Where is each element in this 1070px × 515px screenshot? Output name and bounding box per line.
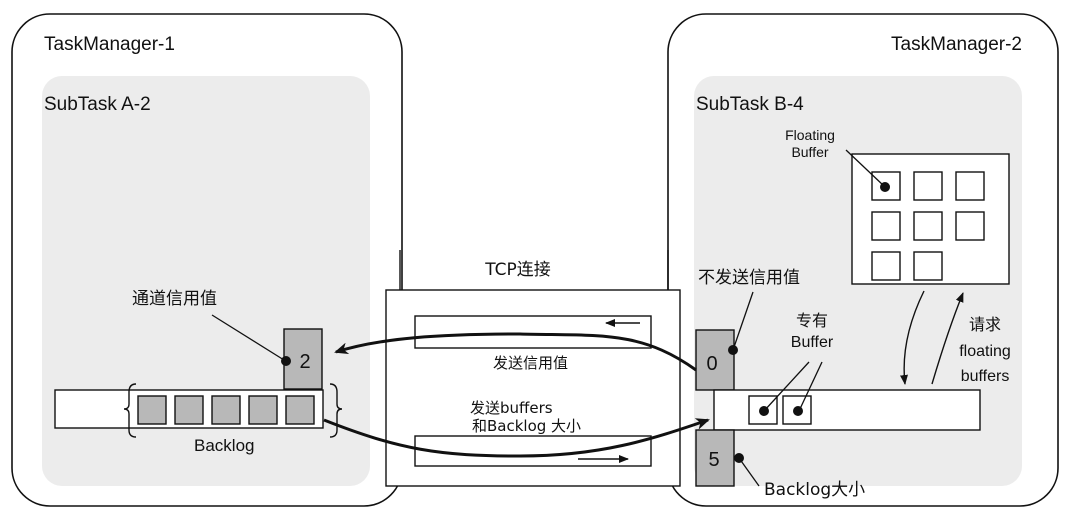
no-credit-label: 不发送信用值 <box>698 268 800 288</box>
data-lane <box>414 435 652 467</box>
floating-buffer <box>913 171 943 201</box>
backlog-label: Backlog <box>194 436 254 455</box>
exclusive-label-line2: Buffer <box>791 334 834 351</box>
buffer-transfer-arrow <box>323 418 710 458</box>
backlog-buffer <box>174 395 204 425</box>
floating-request-arrow <box>931 292 964 385</box>
backlog-size-pointer <box>738 457 760 487</box>
exclusive-pointer-2 <box>798 361 823 412</box>
floating-buffer <box>913 251 943 281</box>
tcp-connection: TCP连接 发送信用值 发送buffers 和Backlog 大小 <box>385 250 681 487</box>
channel-credit-value: 2 <box>299 351 310 373</box>
taskmanager-1: TaskManager-1 SubTask A-2 <box>11 13 403 507</box>
floating-buffer <box>871 211 901 241</box>
floating-buffer <box>871 171 901 201</box>
backlog-buffer <box>137 395 167 425</box>
backlog-left-brace <box>123 383 137 438</box>
credit-lane <box>414 315 652 349</box>
data-lane-label-line1: 发送buffers <box>470 399 553 417</box>
floating-dot <box>880 182 890 192</box>
request-label-line1: 请求 <box>969 315 1001 334</box>
floating-buffer <box>955 171 985 201</box>
exclusive-pointer-1 <box>763 361 810 412</box>
receiver-side: 0 不发送信用值 专有 Buffer 5 Backlog大小 Floating … <box>695 127 1011 500</box>
floating-buffer <box>913 211 943 241</box>
taskmanager-1-title: TaskManager-1 <box>44 34 175 55</box>
tcp-title: TCP连接 <box>484 260 551 280</box>
subtask-b4-title: SubTask B-4 <box>696 94 804 115</box>
request-label-line3: buffers <box>961 368 1010 385</box>
request-label-line2: floating <box>959 343 1011 360</box>
floating-pointer <box>845 149 885 187</box>
backlog-size-label: Backlog大小 <box>764 480 865 500</box>
floating-buffers <box>871 171 985 281</box>
receiver-backlog-box <box>695 429 735 487</box>
backlog-buffer <box>211 395 241 425</box>
floating-assign-arrow <box>900 290 925 385</box>
credit-announcement-arrow <box>334 332 697 372</box>
exclusive-buffer-dot <box>793 406 803 416</box>
floating-label-line1: Floating <box>785 127 835 143</box>
exclusive-label-line1: 专有 <box>796 311 828 330</box>
backlog-right-brace <box>329 383 343 438</box>
data-lane-label-line2: 和Backlog 大小 <box>472 417 581 435</box>
exclusive-buffers <box>748 395 812 425</box>
backlog-buffer <box>285 395 315 425</box>
sender-side: Backlog 2 通道信用值 <box>54 289 343 455</box>
receiver-backlog-value: 5 <box>708 449 719 471</box>
taskmanager-2-title: TaskManager-2 <box>891 34 1022 55</box>
channel-credit-label: 通道信用值 <box>132 289 217 309</box>
subtask-a2-title: SubTask A-2 <box>44 94 151 115</box>
no-credit-pointer <box>732 291 754 351</box>
credit-lane-label: 发送信用值 <box>493 354 568 372</box>
backlog-buffer <box>248 395 278 425</box>
channel-credit-pointer <box>211 314 285 361</box>
floating-label-line2: Buffer <box>791 144 828 160</box>
floating-buffer <box>955 211 985 241</box>
floating-buffer <box>871 251 901 281</box>
backlog-buffers <box>137 395 315 425</box>
receiver-credit-value: 0 <box>706 353 717 375</box>
channel-credit-dot <box>281 356 291 366</box>
